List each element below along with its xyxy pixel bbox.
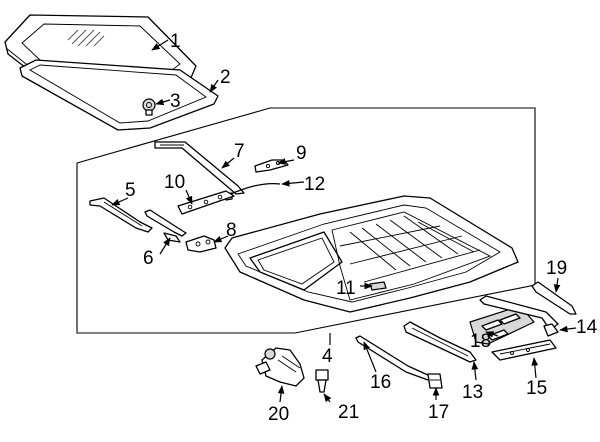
callout-2: 2 <box>220 67 231 88</box>
leader-lines <box>111 39 577 403</box>
callout-8: 8 <box>226 220 237 241</box>
link-arm-part <box>177 190 235 215</box>
callout-17: 17 <box>428 402 449 423</box>
callout-14: 14 <box>576 317 598 338</box>
sunroof-frame-part <box>224 195 519 313</box>
callout-12: 12 <box>304 174 325 195</box>
front-trim-part <box>491 339 557 361</box>
motor-part <box>255 347 305 387</box>
callout-18: 18 <box>470 331 491 352</box>
connector-part <box>427 373 443 389</box>
callout-21: 21 <box>338 402 359 423</box>
callout-7: 7 <box>234 141 245 162</box>
bolt-part <box>142 98 156 116</box>
callout-5: 5 <box>125 180 136 201</box>
callout-4: 4 <box>322 346 333 367</box>
wind-strip-part <box>531 281 577 315</box>
weatherstrip-part <box>355 335 431 381</box>
callout-15: 15 <box>526 378 547 399</box>
callout-10: 10 <box>164 172 185 193</box>
shade-bracket-part <box>185 235 217 253</box>
drive-cable-part <box>144 209 187 243</box>
callout-11: 11 <box>336 278 356 299</box>
callout-20: 20 <box>268 404 289 425</box>
side-rail-part <box>89 197 153 233</box>
callout-3: 3 <box>170 91 181 112</box>
callout-labels: 1 2 3 4 5 6 7 8 9 10 12 11 13 14 15 16 1… <box>125 31 598 425</box>
fastener-part <box>315 369 329 393</box>
callout-19: 19 <box>546 258 567 279</box>
callout-16: 16 <box>370 372 391 393</box>
deflector-part <box>479 295 559 337</box>
side-trim-part <box>403 321 477 363</box>
callout-1: 1 <box>170 31 181 52</box>
glass-seal-part <box>19 59 219 131</box>
callout-6: 6 <box>143 248 154 269</box>
guide-rail-part <box>154 141 245 195</box>
callout-9: 9 <box>296 143 307 164</box>
callout-13: 13 <box>462 382 483 403</box>
clip-part <box>369 281 387 291</box>
